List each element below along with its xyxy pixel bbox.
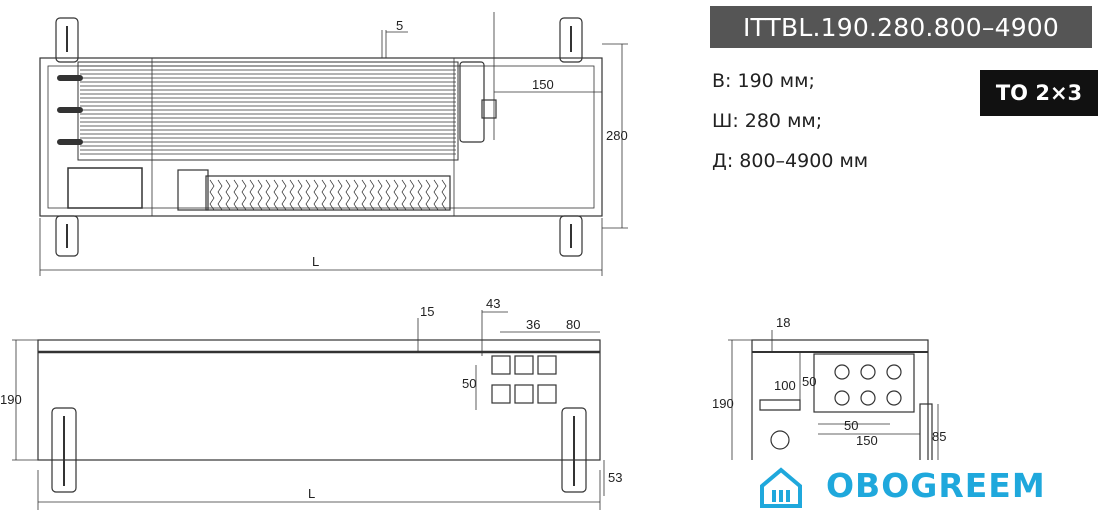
dim-front-side: 80 xyxy=(566,317,580,332)
type-badge: TO 2×3 xyxy=(980,70,1098,116)
dim-front-pitch: 50 xyxy=(462,376,476,391)
spec-height: B: 190 мм; xyxy=(712,70,815,92)
dim-front-spacing: 36 xyxy=(526,317,540,332)
dim-side-pitch-v: 50 xyxy=(802,374,816,389)
mount-bracket-top-right xyxy=(559,17,583,63)
top-view xyxy=(39,12,628,276)
dim-front-top: 15 xyxy=(420,304,434,319)
brand-logo xyxy=(726,460,1100,514)
house-heating-icon xyxy=(760,467,802,508)
spec-length: Д: 800–4900 мм xyxy=(712,150,869,172)
dim-side-pitch-h: 50 xyxy=(844,418,858,433)
dim-front-edge: 43 xyxy=(486,296,500,311)
dim-side-height: 190 xyxy=(712,396,734,411)
dim-top-gap: 5 xyxy=(396,18,403,33)
spec-width: Ш: 280 мм; xyxy=(712,110,823,132)
side-view xyxy=(728,330,939,463)
model-title: ITTBL.190.280.800–4900 xyxy=(710,6,1092,48)
brand-logo-text: OBOGREEM xyxy=(826,466,1046,505)
dim-side-span: 150 xyxy=(856,433,878,448)
dim-top-length: L xyxy=(312,254,319,269)
mount-bracket-top-left xyxy=(55,17,79,63)
dim-top-offset: 150 xyxy=(532,77,554,92)
dim-front-leg: 53 xyxy=(608,470,622,485)
mount-bracket-bottom-left xyxy=(55,215,79,257)
dim-front-height: 190 xyxy=(0,392,22,407)
dim-front-length: L xyxy=(308,486,315,501)
dim-side-inner: 100 xyxy=(774,378,796,393)
dim-top-width: 280 xyxy=(606,128,628,143)
dim-side-top: 18 xyxy=(776,315,790,330)
front-view xyxy=(12,310,605,510)
mount-bracket-bottom-right xyxy=(559,215,583,257)
dim-side-leg: 85 xyxy=(932,429,946,444)
